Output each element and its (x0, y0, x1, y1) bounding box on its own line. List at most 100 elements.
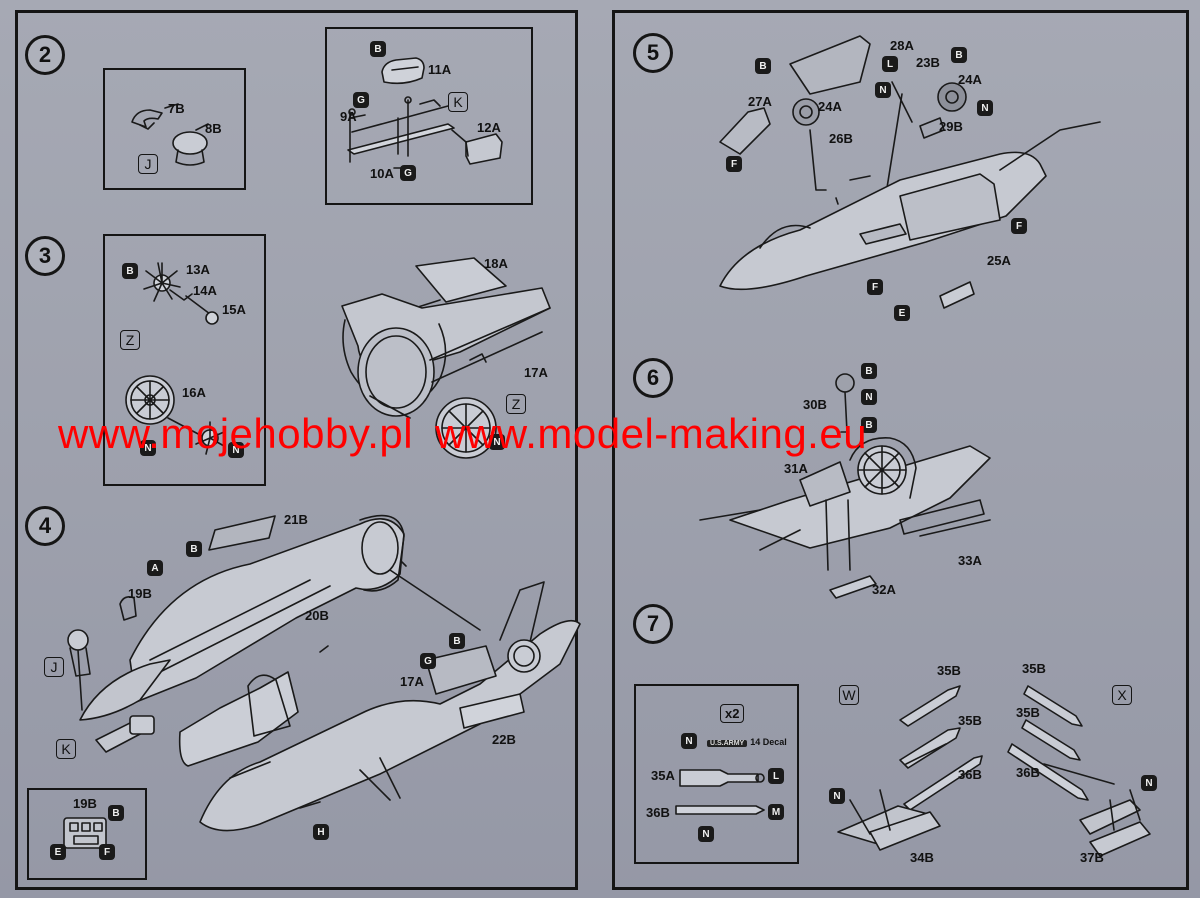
subassembly-tag-k: K (56, 739, 76, 759)
part-label-34b: 34B (910, 850, 934, 865)
part-label-30b: 30B (803, 397, 827, 412)
part-label-11a: 11A (428, 62, 452, 77)
part-label-13a: 13A (186, 262, 210, 277)
part-label-16a: 16A (182, 385, 206, 400)
sprue-tag-m: M (768, 804, 784, 820)
sprue-tag-n: N (977, 100, 993, 116)
part-8b-drawing (172, 131, 208, 166)
step-4-inset-panel-drawing (63, 817, 107, 849)
part-label-36b: 36B (646, 805, 670, 820)
part-label-10a: 10A (370, 166, 394, 181)
sprue-tag-n: N (861, 389, 877, 405)
subassembly-tag-k: K (448, 92, 468, 112)
sprue-tag-n: N (1141, 775, 1157, 791)
step-5-fuselage-drawing (719, 35, 1101, 309)
part-7b-drawing (131, 109, 163, 130)
sprue-tag-n: N (829, 788, 845, 804)
sprue-tag-b: B (186, 541, 202, 557)
part-label-19b: 19B (128, 586, 152, 601)
part-label-17a-step3: 17A (524, 365, 548, 380)
part-label-35a: 35A (651, 768, 675, 783)
sprue-tag-b: B (861, 417, 877, 433)
left-page-frame (15, 10, 578, 890)
sprue-tag-b: B (755, 58, 771, 74)
subassembly-tag-j: J (44, 657, 64, 677)
watermark-url-2: www.model-making.eu (435, 410, 868, 457)
sprue-tag-g: G (353, 92, 369, 108)
step-4-number: 4 (25, 506, 65, 546)
sprue-tag-n: N (875, 82, 891, 98)
subassembly-tag-z: Z (120, 330, 140, 350)
part-label-32a: 32A (872, 582, 896, 597)
part-label-35b-x1: 35B (1022, 661, 1046, 676)
part-label-35b-w1: 35B (937, 663, 961, 678)
part-label-27a: 27A (748, 94, 772, 109)
step-7-x-assembly-drawing (1007, 685, 1151, 857)
step-3-tail-drawing (341, 257, 551, 459)
part-label-37b: 37B (1080, 850, 1104, 865)
part-label-12a: 12A (477, 120, 501, 135)
right-page-frame (612, 10, 1189, 890)
decal-tag: U.S.ARMY (707, 740, 748, 747)
part-label-20b: 20B (305, 608, 329, 623)
watermark-url-1: www.mojehobby.pl (58, 410, 414, 457)
sprue-tag-e: E (50, 844, 66, 860)
sprue-tag-a: A (147, 560, 163, 576)
step-3-number: 3 (25, 236, 65, 276)
part-16a-wheel-drawing (125, 375, 225, 455)
step-7-missile-parts-drawing (675, 769, 765, 815)
part-label-14a: 14A (193, 283, 217, 298)
step-4-inset-box (27, 788, 147, 880)
sprue-tag-n: N (681, 733, 697, 749)
step-5-number: 5 (633, 33, 673, 73)
step-4-lower-fuselage-drawing (199, 561, 581, 832)
part-label-36b-w: 36B (958, 767, 982, 782)
part-label-22b: 22B (492, 732, 516, 747)
sprue-tag-n: N (228, 442, 244, 458)
part-11a-drawing (381, 57, 425, 85)
part-label-25a: 25A (987, 253, 1011, 268)
decal-text: 14 Decal (750, 737, 787, 747)
step-6-fuselage-drawing (699, 373, 991, 599)
sprue-tag-b: B (861, 363, 877, 379)
sprue-tag-n: N (489, 434, 505, 450)
sprue-tag-f: F (867, 279, 883, 295)
part-label-36b-x: 36B (1016, 765, 1040, 780)
part-label-26b: 26B (829, 131, 853, 146)
subassembly-tag-z: Z (506, 394, 526, 414)
part-label-24a-left: 24A (818, 99, 842, 114)
sprue-tag-b: B (370, 41, 386, 57)
step-3-box-z (103, 234, 266, 486)
part-label-33a: 33A (958, 553, 982, 568)
step-2-box-k (325, 27, 533, 205)
watermark: www.mojehobby.pl www.model-making.eu (58, 410, 1178, 458)
part-label-9a: 9A (340, 109, 357, 124)
step-6-number: 6 (633, 358, 673, 398)
part-9a-10a-drawing (347, 96, 455, 163)
part-label-18a: 18A (484, 256, 508, 271)
subassembly-tag-w: W (839, 685, 859, 705)
sprue-tag-g: G (400, 165, 416, 181)
step-4-fuselage-drawing (67, 514, 405, 767)
part-label-31a: 31A (784, 461, 808, 476)
sprue-tag-b: B (108, 805, 124, 821)
part-label-19b-inset: 19B (73, 796, 97, 811)
subassembly-tag-x: X (1112, 685, 1132, 705)
sprue-tag-n: N (140, 440, 156, 456)
sprue-tag-l: L (768, 768, 784, 784)
part-label-29b: 29B (939, 119, 963, 134)
subassembly-tag-j: J (138, 154, 158, 174)
part-label-21b: 21B (284, 512, 308, 527)
part-label-8b: 8B (205, 121, 222, 136)
step-7-w-assembly-drawing (837, 685, 983, 851)
sprue-tag-f: F (1011, 218, 1027, 234)
sprue-tag-b: B (122, 263, 138, 279)
sprue-tag-b: B (449, 633, 465, 649)
part-label-28a: 28A (890, 38, 914, 53)
sprue-tag-g: G (420, 653, 436, 669)
step-7-missile-box (634, 684, 799, 864)
part-label-35b-x2: 35B (1016, 705, 1040, 720)
